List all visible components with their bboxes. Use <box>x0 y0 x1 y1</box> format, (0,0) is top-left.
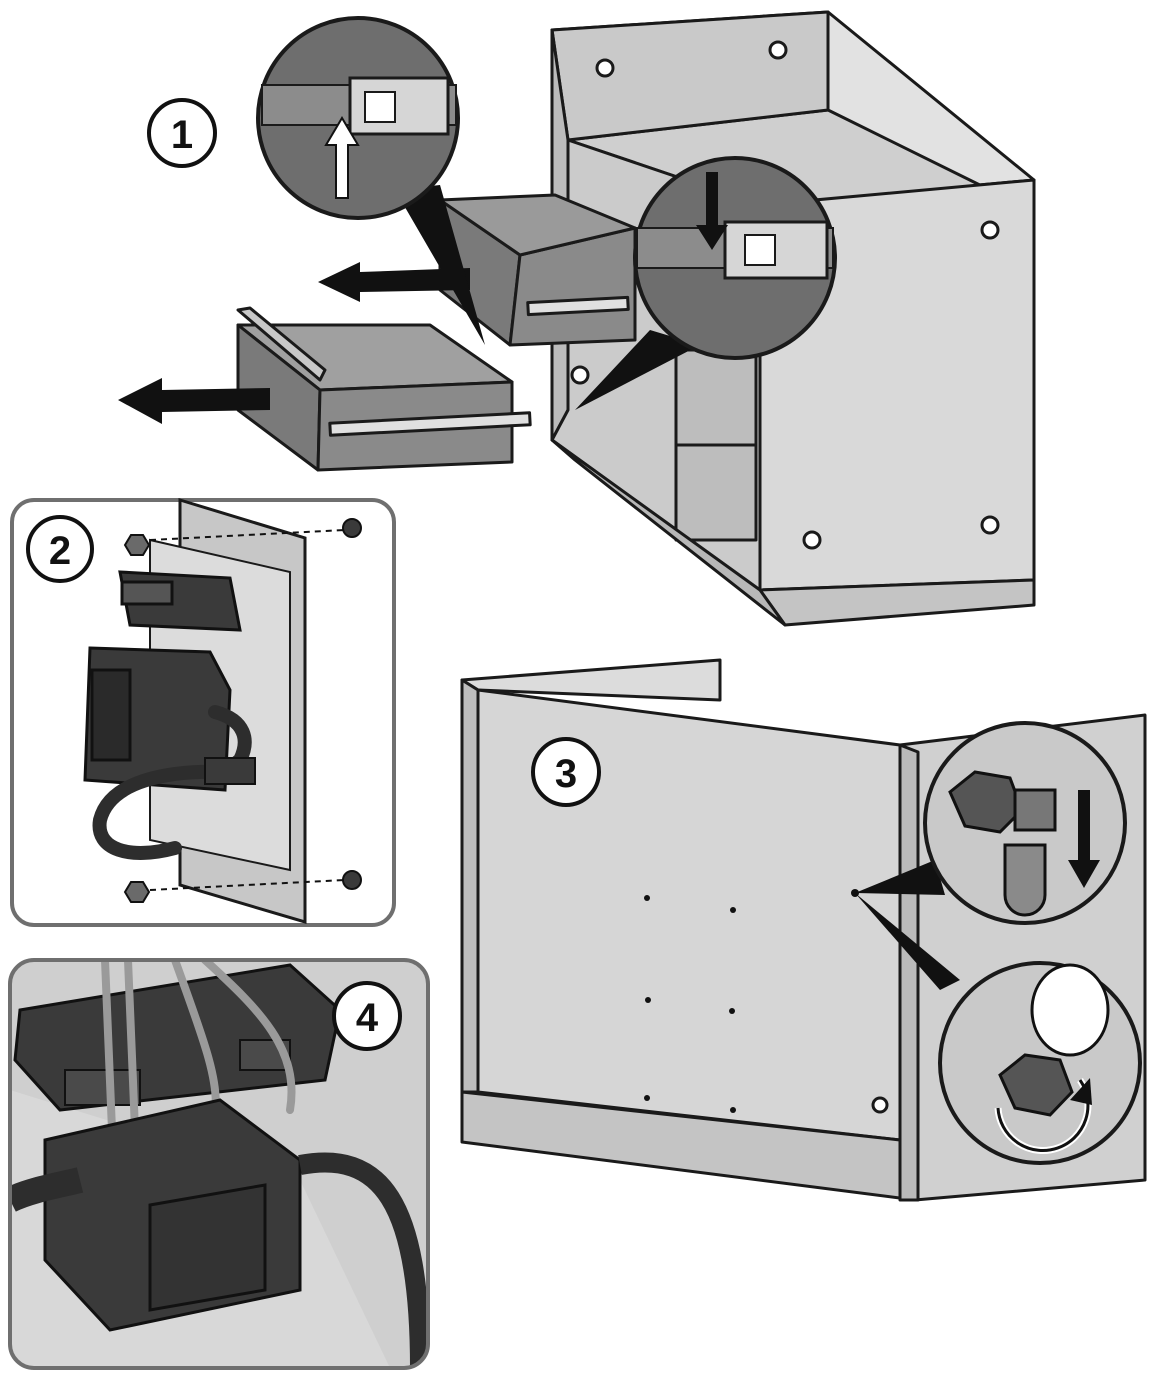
screw-icon <box>149 518 362 541</box>
step-2-number: 2 <box>49 529 71 573</box>
step-3-marker: 3 <box>531 737 601 807</box>
bolt-detail-inset-bottom <box>855 893 1142 1165</box>
step-2-panel: 2 <box>10 497 396 927</box>
upper-drawer <box>438 193 637 347</box>
step-3-number: 3 <box>555 752 577 796</box>
arrow-left-icon <box>318 262 470 302</box>
nut-icon <box>123 881 151 903</box>
lower-drawer <box>236 306 532 472</box>
arrow-down-icon <box>1068 790 1100 888</box>
step-4-panel: 4 <box>8 958 430 1370</box>
nut-icon <box>123 534 151 556</box>
arrow-left-icon <box>118 378 270 424</box>
step-1-number: 1 <box>171 113 193 157</box>
power-cord <box>92 705 252 860</box>
bolt-detail-inset-top <box>855 721 1127 925</box>
step-4-marker: 4 <box>332 981 402 1051</box>
power-plug <box>204 757 256 785</box>
transformer-module <box>83 646 232 792</box>
step-2-marker: 2 <box>26 515 94 583</box>
arrow-up-icon <box>324 116 360 199</box>
igniter-module <box>118 570 242 632</box>
rail-detail-inset-right <box>575 156 837 410</box>
power-cord <box>298 1152 428 1368</box>
step-1-marker: 1 <box>147 98 217 168</box>
igniter-wires <box>101 960 296 1134</box>
rail-detail-inset-left <box>256 16 485 345</box>
step-4-number: 4 <box>356 996 379 1040</box>
screw-icon <box>149 870 362 891</box>
arrow-down-icon <box>696 172 728 250</box>
rotate-arrow-icon <box>994 1078 1092 1154</box>
